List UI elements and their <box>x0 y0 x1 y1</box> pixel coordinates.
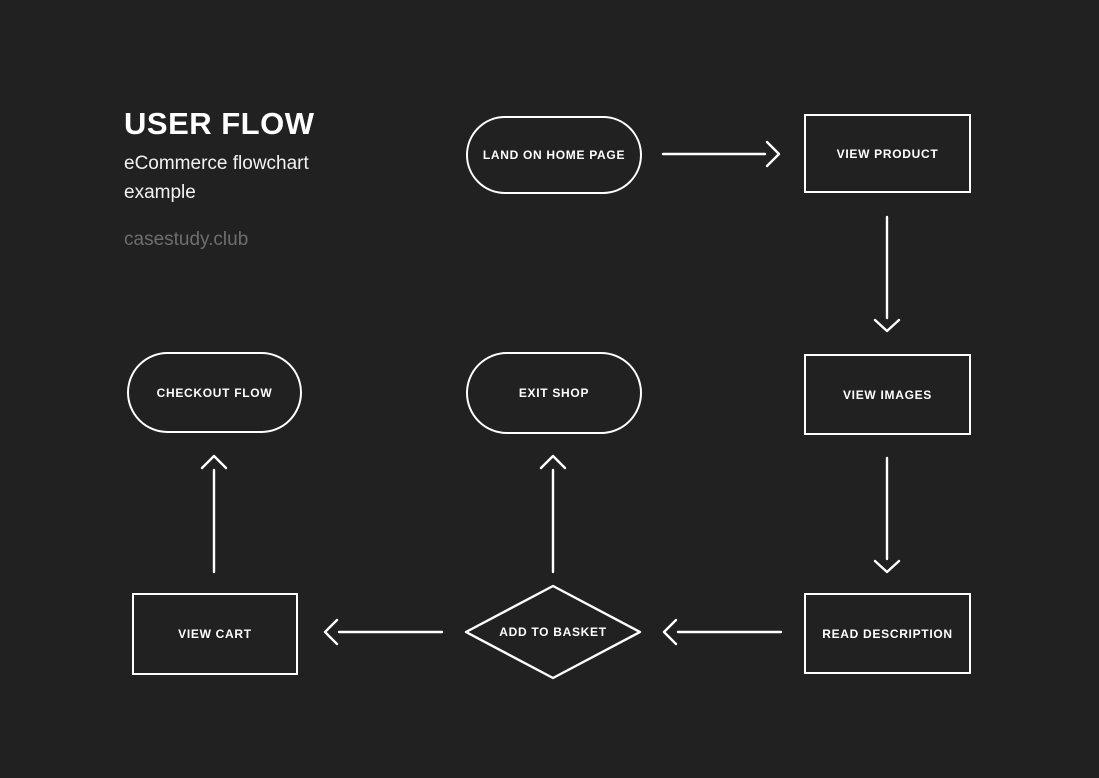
flow-node-land-on-home-page: LAND ON HOME PAGE <box>466 116 642 194</box>
arrowhead-right-icon <box>765 140 781 168</box>
site-credit: casestudy.club <box>124 228 249 250</box>
arrowhead-left-icon <box>662 618 678 646</box>
edge-view-product-to-view-images <box>873 215 901 333</box>
edge-add-to-basket-to-view-cart <box>323 618 444 646</box>
node-label: CHECKOUT FLOW <box>156 385 273 400</box>
flow-node-view-images: VIEW IMAGES <box>804 354 971 435</box>
page-title: USER FLOW <box>124 106 315 141</box>
page-subtitle: eCommerce flowchart example <box>124 153 309 204</box>
node-label: VIEW IMAGES <box>842 387 933 402</box>
arrowhead-up-icon <box>539 454 567 470</box>
edge-read-description-to-add-to-basket <box>662 618 783 646</box>
edge-view-images-to-read-description <box>873 456 901 574</box>
intro-block: USER FLOW eCommerce flowchart example ca… <box>124 106 336 251</box>
edge-land-to-view-product <box>661 140 781 168</box>
flow-node-add-to-basket: ADD TO BASKET <box>466 586 640 678</box>
flow-node-read-description: READ DESCRIPTION <box>804 593 971 674</box>
arrowhead-left-icon <box>323 618 339 646</box>
arrowhead-down-icon <box>873 318 901 333</box>
arrowhead-down-icon <box>873 559 901 574</box>
node-label: ADD TO BASKET <box>499 625 607 639</box>
edge-view-cart-to-checkout-flow <box>200 454 228 574</box>
node-label: VIEW PRODUCT <box>836 146 939 161</box>
arrowhead-up-icon <box>200 454 228 470</box>
node-label: EXIT SHOP <box>518 386 590 400</box>
node-label: LAND ON HOME PAGE <box>482 148 626 162</box>
flow-node-checkout-flow: CHECKOUT FLOW <box>127 352 302 433</box>
flow-node-view-cart: VIEW CART <box>132 593 298 675</box>
node-label: READ DESCRIPTION <box>822 626 953 641</box>
flow-node-view-product: VIEW PRODUCT <box>804 114 971 193</box>
flow-node-exit-shop: EXIT SHOP <box>466 352 642 434</box>
edge-add-to-basket-to-exit-shop <box>539 454 567 574</box>
node-label: VIEW CART <box>178 627 252 641</box>
